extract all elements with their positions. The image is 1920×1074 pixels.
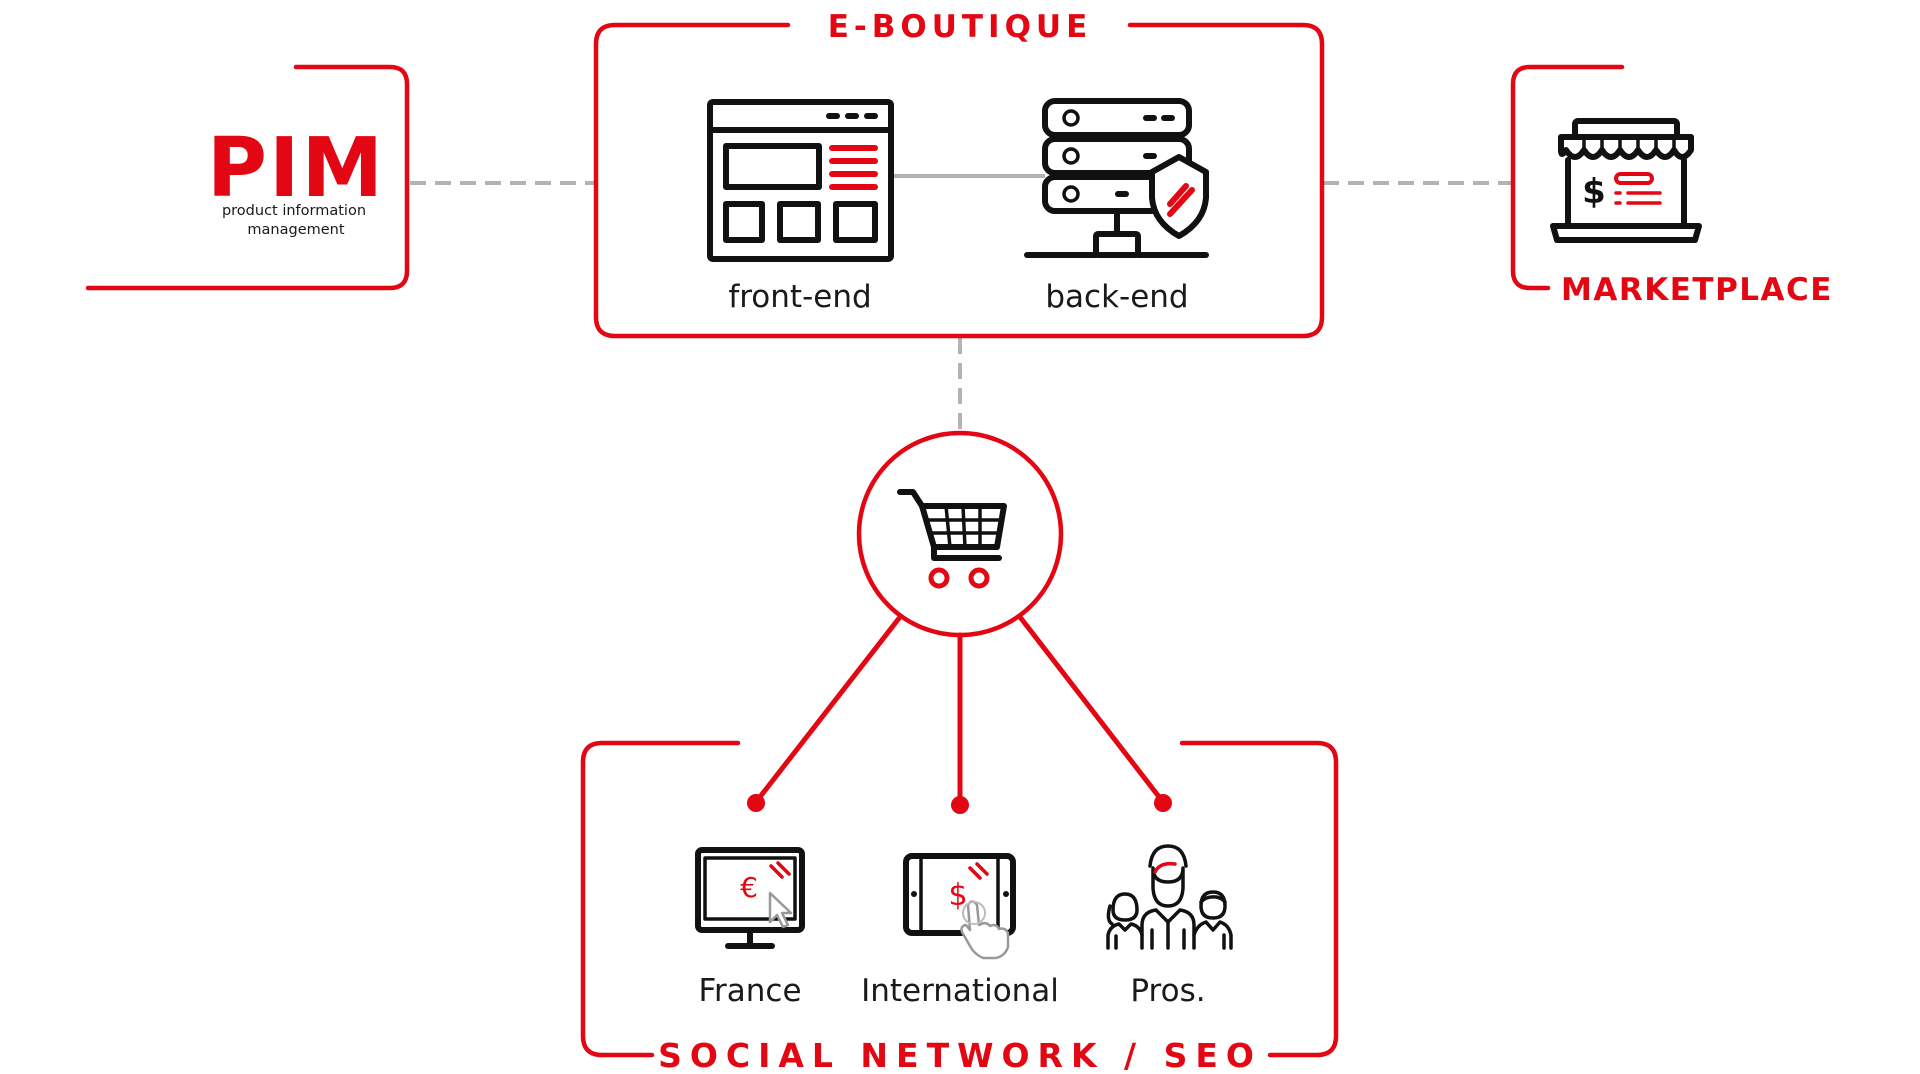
customers-group-icon <box>1106 844 1233 950</box>
pim-frame <box>85 64 410 291</box>
marketplace-title: MARKETPLACE <box>1561 272 1833 308</box>
storefront-dollar: $ <box>1582 172 1606 212</box>
desktop-euro-icon: € <box>695 847 805 949</box>
eboutique-box: E-BOUTIQUE front-end <box>593 9 1325 339</box>
cart-node <box>856 430 1064 638</box>
france-label: France <box>698 973 801 1009</box>
pim-subtitle-line2: management <box>247 222 344 238</box>
international-label: International <box>861 973 1059 1009</box>
tablet-dollar-icon: $ <box>903 853 1016 960</box>
frontend-label: front-end <box>728 279 871 315</box>
pim-logo: PIM <box>207 121 385 216</box>
desktop-euro-sign: € <box>740 871 758 904</box>
channel-branches <box>747 614 1172 814</box>
backend-label: back-end <box>1045 279 1188 315</box>
branch-dot-international <box>951 796 969 814</box>
browser-window-icon <box>707 99 894 262</box>
eboutique-title: E-BOUTIQUE <box>828 9 1093 45</box>
connectors <box>410 174 1513 433</box>
social-frame <box>580 740 741 1058</box>
branch-dot-france <box>747 794 765 812</box>
pros-label: Pros. <box>1130 973 1205 1009</box>
pim-box: PIM product information management <box>85 64 410 291</box>
shopping-cart-icon <box>897 489 1007 589</box>
branch-dot-pros <box>1154 794 1172 812</box>
marketplace-box: MARKETPLACE $ <box>1510 64 1833 308</box>
social-box: SOCIAL NETWORK / SEO € France $ Inte <box>580 740 1339 1074</box>
server-shield-icon <box>1024 98 1209 258</box>
storefront-icon: $ <box>1550 118 1702 243</box>
social-title: SOCIAL NETWORK / SEO <box>658 1036 1262 1070</box>
marketplace-frame <box>1510 64 1625 291</box>
eboutique-frame <box>593 22 1325 339</box>
tablet-dollar-sign: $ <box>948 878 967 913</box>
pim-subtitle-line1: product information <box>222 203 366 219</box>
